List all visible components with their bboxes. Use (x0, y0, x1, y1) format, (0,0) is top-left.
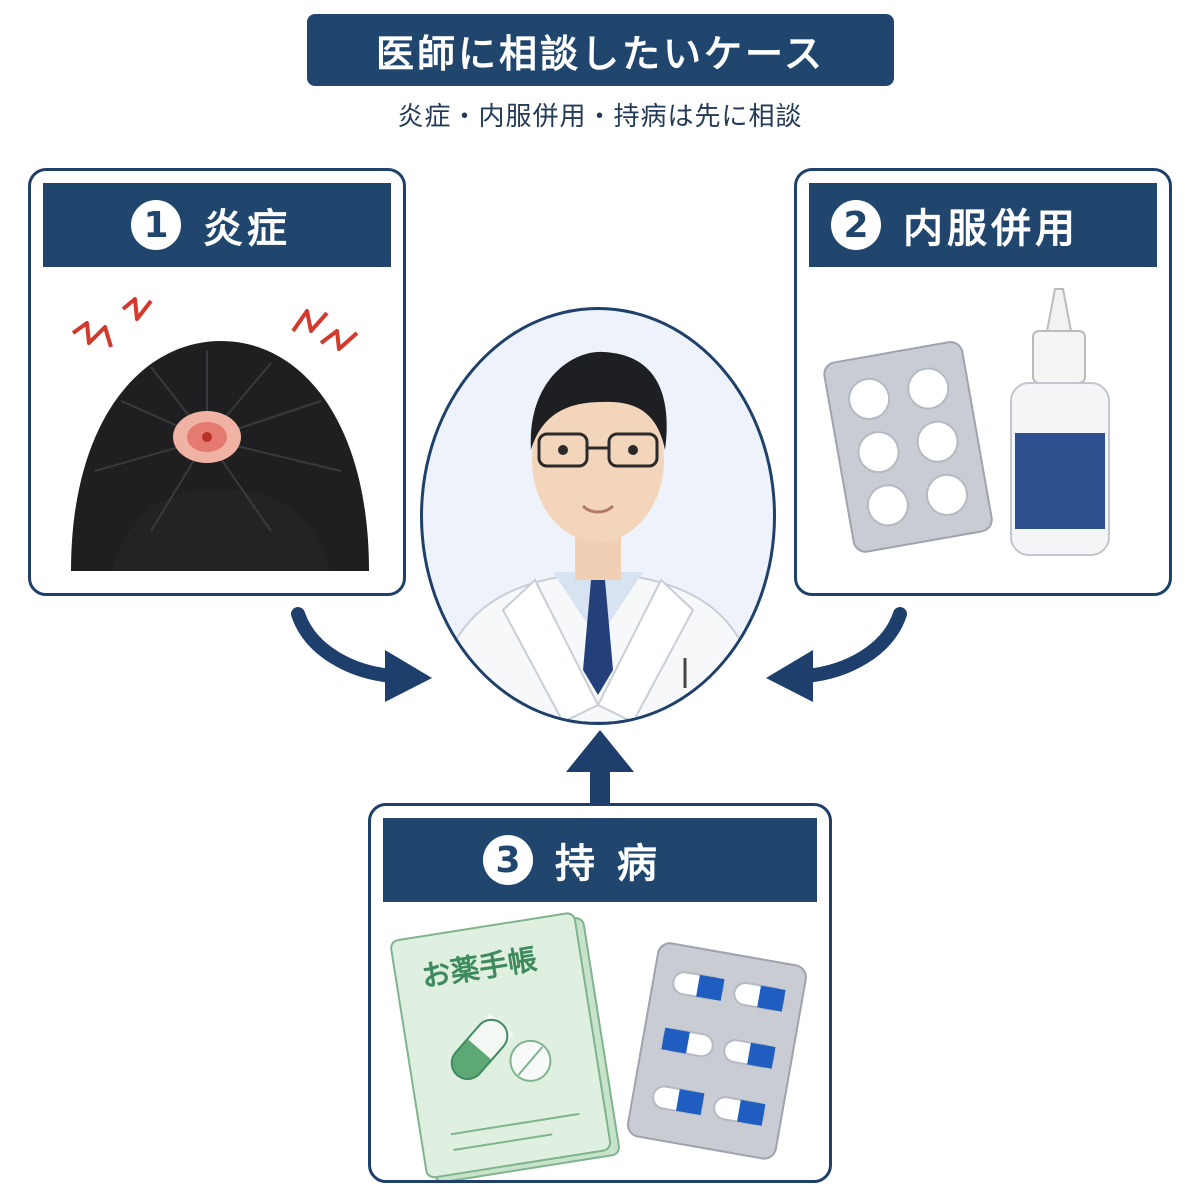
arrow-from-inflammation (291, 607, 399, 683)
arrow-head-up (566, 730, 634, 772)
inflamed-scalp-illustration (71, 297, 369, 571)
card-inflammation: 1 炎症 (28, 168, 406, 596)
card-oral-medication: 2 内服併用 (794, 168, 1172, 596)
solution-bottle-icon (1010, 288, 1110, 556)
diagram-title: 医師に相談したいケース (375, 31, 826, 76)
number-badge: 2 (831, 200, 881, 250)
arrow-from-chronic-illness (590, 768, 610, 808)
card-label: 内服併用 (903, 206, 1079, 252)
card-oral-medication-header: 2 内服併用 (809, 183, 1157, 267)
head-back-icon (71, 341, 369, 571)
title-banner: 医師に相談したいケース (307, 14, 894, 86)
card-chronic-illness: 3 持 病 お薬手帳 (368, 803, 832, 1183)
tablet-pack-icon (823, 341, 993, 553)
medication-handbook-illustration: お薬手帳 (390, 912, 807, 1180)
card-label: 持 病 (555, 841, 661, 887)
diagram-subtitle: 炎症・内服併用・持病は先に相談 (397, 102, 803, 132)
doctor-icon (431, 351, 765, 722)
card-inflammation-header: 1 炎症 (43, 183, 391, 267)
card-label: 炎症 (203, 206, 291, 252)
medication-handbook-icon: お薬手帳 (390, 912, 620, 1180)
number-badge: 3 (483, 835, 533, 885)
arrow-head-right (766, 650, 813, 702)
card-chronic-illness-header: 3 持 病 (383, 818, 817, 902)
alert-zigzag-icon (71, 297, 359, 351)
medication-illustration (823, 288, 1110, 556)
arrow-head-left (385, 650, 432, 702)
doctor-portrait (420, 307, 776, 725)
number-badge: 1 (131, 200, 181, 250)
capsule-pack-icon (626, 942, 807, 1160)
arrow-from-oral-medication (799, 607, 907, 683)
